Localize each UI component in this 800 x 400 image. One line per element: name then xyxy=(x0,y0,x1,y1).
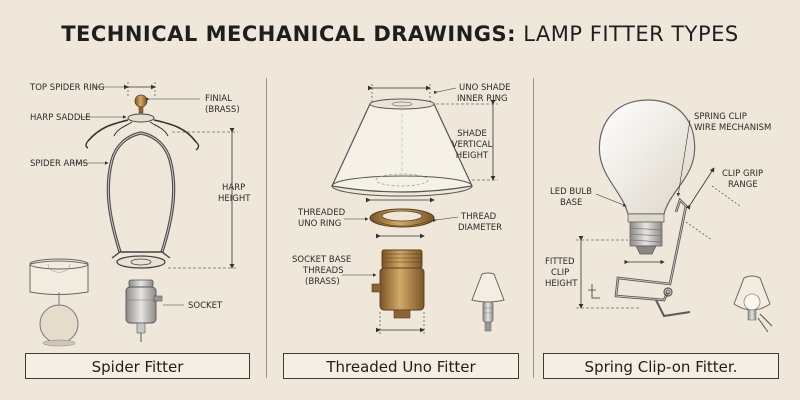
panel-divider-1 xyxy=(266,78,267,378)
label-range: RANGE xyxy=(728,180,758,190)
mini-uno-lamp xyxy=(471,272,505,303)
label-socket: SOCKET xyxy=(188,301,223,311)
uno-fitter-panel: UNO SHADE INNER RING SHADE VERTICAL HEIG… xyxy=(292,83,511,334)
label-brass: (BRASS) xyxy=(305,277,340,287)
clip-grip-range-dimension xyxy=(685,167,715,210)
top-spider-ring-icon xyxy=(127,113,155,123)
caption-spider-fitter: Spider Fitter xyxy=(25,353,250,379)
label-harp-saddle: HARP SADDLE xyxy=(30,113,91,123)
mini-lamp-base xyxy=(39,304,79,344)
title-normal: LAMP FITTER TYPES xyxy=(523,22,739,46)
label-threaded: THREADED xyxy=(297,208,346,218)
label-uno-inner-ring: INNER RING xyxy=(457,94,508,104)
label-top-spider-ring: TOP SPIDER RING xyxy=(29,83,105,93)
label-thread: THREAD xyxy=(460,212,497,222)
label-shade-vertical: VERTICAL xyxy=(452,140,493,150)
label-shade-height: HEIGHT xyxy=(456,151,489,161)
mini-drum-lamp-shade xyxy=(29,260,89,295)
label-threads: THREADS xyxy=(302,266,344,276)
label-clip: CLIP xyxy=(551,268,569,278)
harp-wire xyxy=(106,131,176,253)
label-socket-base: SOCKET BASE xyxy=(292,255,351,265)
label-finial: FINIAL xyxy=(205,94,232,104)
page-title: TECHNICAL MECHANICAL DRAWINGS: LAMP FITT… xyxy=(0,22,800,46)
finial-icon xyxy=(134,94,148,108)
mini-clip-lamp xyxy=(733,275,771,311)
label-led-bulb: LED BULB xyxy=(550,187,592,197)
clip-fitter-panel: SPRING CLIP WIRE MECHANISM CLIP GRIP RAN… xyxy=(545,99,773,333)
label-spider-arms: SPIDER ARMS xyxy=(30,159,88,169)
label-harp-height: HEIGHT xyxy=(218,194,251,204)
label-shade: SHADE xyxy=(457,129,487,139)
spider-arm-right xyxy=(153,119,197,143)
panel-divider-2 xyxy=(533,78,534,378)
label-fitted: FITTED xyxy=(545,257,575,267)
caption-threaded-uno-fitter: Threaded Uno Fitter xyxy=(283,353,519,379)
label-wire-mechanism: WIRE MECHANISM xyxy=(694,123,771,133)
label-uno-shade: UNO SHADE xyxy=(459,83,511,93)
spider-arm-left xyxy=(87,119,129,142)
label-spring-clip: SPRING CLIP xyxy=(694,112,747,122)
brass-socket-icon xyxy=(381,249,423,269)
led-bulb-icon xyxy=(598,99,696,215)
spider-fitter-panel: TOP SPIDER RING HARP SADDLE SPIDER ARMS … xyxy=(29,82,251,347)
label-thread-diameter: DIAMETER xyxy=(458,223,502,233)
title-bold: TECHNICAL MECHANICAL DRAWINGS: xyxy=(61,22,517,46)
label-harp: HARP xyxy=(222,183,245,193)
harp-saddle-icon xyxy=(116,255,166,269)
label-clip-grip: CLIP GRIP xyxy=(722,169,763,179)
label-bulb-base: BASE xyxy=(560,198,582,208)
label-finial-brass: (BRASS) xyxy=(205,105,240,115)
caption-spring-clip-fitter: Spring Clip-on Fitter. xyxy=(543,353,779,379)
socket-icon xyxy=(128,279,154,288)
label-height: HEIGHT xyxy=(545,279,578,289)
label-uno-ring: UNO RING xyxy=(298,219,341,229)
